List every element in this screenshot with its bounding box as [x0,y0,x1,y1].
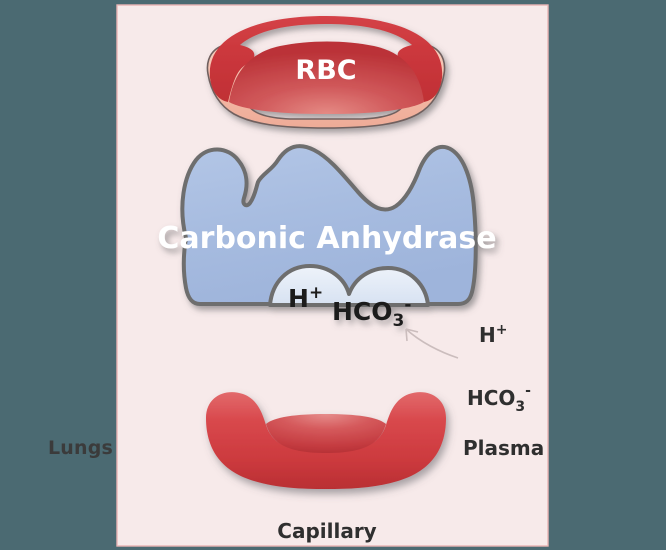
rbc-figure: RBC [206,16,446,129]
arrow-head [405,328,419,342]
transport-arrow [405,328,459,359]
enzyme-label: Carbonic Anhydrase [157,221,496,256]
arrow-shaft [405,328,459,359]
active-site-bicarbonate: HCO3- [332,295,411,331]
enzyme-body [180,144,478,306]
capillary-inner-hollow [266,414,386,453]
enzyme-active-site [268,264,430,307]
rbc-label: RBC [295,55,356,86]
lungs-label: Lungs [48,437,114,459]
capillary-label: Capillary [277,519,376,543]
capillary-figure [206,392,446,489]
plasma-label: Plasma [463,436,544,460]
active-site-proton: H+ [288,283,323,313]
enzyme-figure: Carbonic Anhydrase H+ HCO3- [157,144,497,331]
capillary-body [206,392,446,489]
rbc-inner-bowl [229,41,424,114]
plasma-proton-label: H+ [479,322,507,347]
plasma-bicarbonate-label: HCO3- [467,383,531,415]
